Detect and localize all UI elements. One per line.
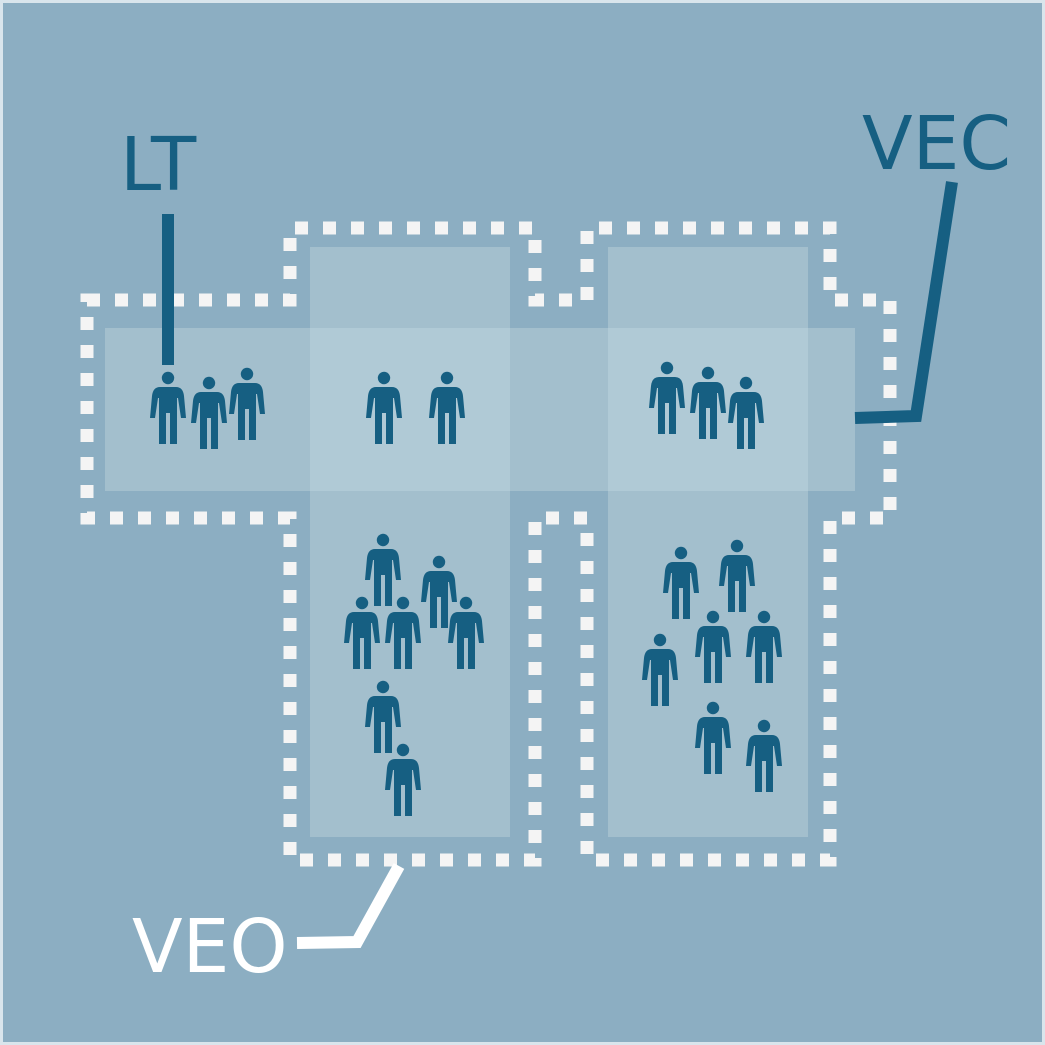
vec-label: VEC xyxy=(862,101,1011,187)
lt-label: LT xyxy=(120,122,197,208)
overlap-right xyxy=(608,328,808,491)
overlap-left xyxy=(310,328,510,491)
veo-leader-line xyxy=(296,863,405,949)
vec-leader-line xyxy=(854,181,958,424)
veo-label: VEO xyxy=(132,904,288,990)
vec-dotted-outline xyxy=(80,221,897,867)
